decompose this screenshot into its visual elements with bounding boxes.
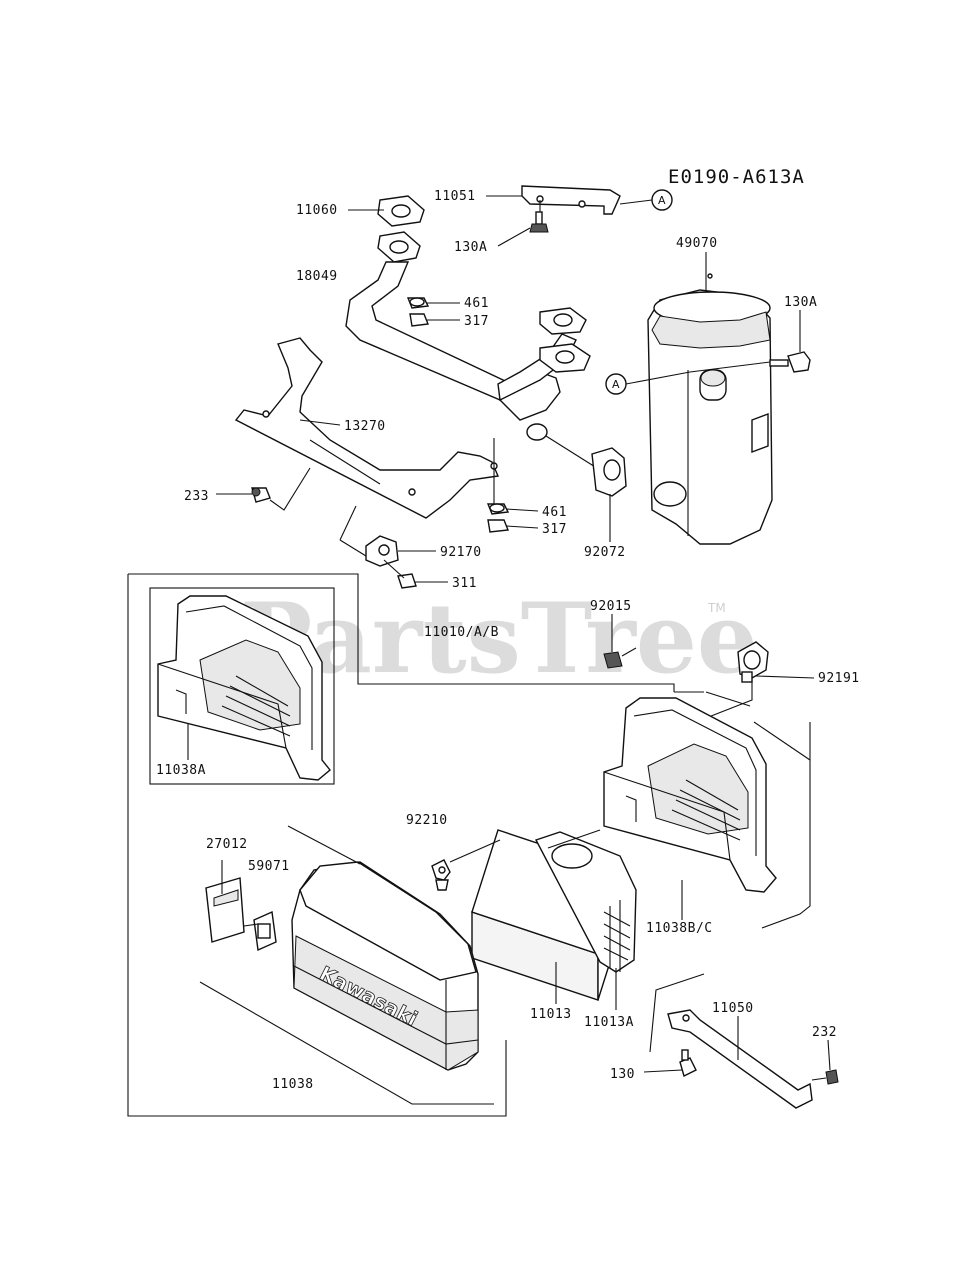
- label-317-bottom[interactable]: 317: [542, 522, 567, 537]
- clamp-92072[interactable]: [591, 447, 627, 497]
- label-130a-right[interactable]: 130A: [784, 295, 817, 310]
- leader-232: [827, 1039, 831, 1071]
- label-11038b-c[interactable]: 11038B/C: [646, 921, 713, 936]
- leader-13270: [299, 419, 341, 426]
- label-27012[interactable]: 27012: [206, 837, 248, 852]
- bolt-130a-top[interactable]: [529, 211, 549, 233]
- label-11038a[interactable]: 11038A: [156, 763, 206, 778]
- muffler-49070[interactable]: [647, 273, 773, 545]
- exhaust-pipe-18049[interactable]: [345, 231, 591, 441]
- label-11038[interactable]: 11038: [272, 1077, 314, 1092]
- heat-shield-13270[interactable]: [234, 337, 500, 519]
- label-59071[interactable]: 59071: [248, 859, 290, 874]
- callout-a-muffler: A: [605, 373, 627, 395]
- inset-box-11038a: [149, 587, 335, 785]
- label-130[interactable]: 130: [610, 1067, 635, 1082]
- nut-461-bottom[interactable]: [486, 503, 510, 515]
- clip-92210[interactable]: [431, 859, 451, 891]
- label-11051[interactable]: 11051: [434, 189, 476, 204]
- watermark-text: PartsTree: [240, 582, 758, 695]
- label-461-bottom[interactable]: 461: [542, 505, 567, 520]
- callout-a-top-letter: A: [658, 194, 666, 207]
- label-11010-a-b[interactable]: 11010/A/B: [424, 625, 499, 640]
- label-233[interactable]: 233: [184, 489, 209, 504]
- leader-92191: [755, 675, 815, 679]
- label-11050[interactable]: 11050: [712, 1001, 754, 1016]
- diagram-code: E0190-A613A: [668, 166, 805, 188]
- label-92210[interactable]: 92210: [406, 813, 448, 828]
- label-11060[interactable]: 11060: [296, 203, 338, 218]
- callout-a-muffler-letter: A: [612, 378, 620, 391]
- pre-cleaner-11013a[interactable]: [534, 831, 637, 973]
- label-92072[interactable]: 92072: [584, 545, 626, 560]
- label-92191[interactable]: 92191: [818, 671, 860, 686]
- bolt-233[interactable]: [251, 487, 271, 503]
- nut-461-top[interactable]: [406, 297, 430, 309]
- leader-317-bottom: [505, 525, 539, 529]
- label-92170[interactable]: 92170: [440, 545, 482, 560]
- clamp-92170[interactable]: [365, 535, 399, 567]
- bracket-11051[interactable]: [521, 185, 621, 215]
- label-461-top[interactable]: 461: [464, 296, 489, 311]
- bracket-11050[interactable]: [667, 1009, 813, 1109]
- label-13270[interactable]: 13270: [344, 419, 386, 434]
- nut-317-top[interactable]: [409, 313, 429, 327]
- clamp-27012[interactable]: [205, 860, 245, 943]
- air-cleaner-cover-11038[interactable]: Kawasaki: [291, 861, 479, 1071]
- label-49070[interactable]: 49070: [676, 236, 718, 251]
- watermark-tm: TM: [707, 601, 726, 615]
- air-cleaner-base-11038a[interactable]: [157, 595, 331, 781]
- bolt-130a-right[interactable]: [769, 351, 811, 373]
- gasket-11060[interactable]: [377, 195, 425, 227]
- callout-a-top: A: [651, 189, 673, 211]
- label-317-top[interactable]: 317: [464, 314, 489, 329]
- label-11013[interactable]: 11013: [530, 1007, 572, 1022]
- label-232[interactable]: 232: [812, 1025, 837, 1040]
- nut-317-bottom[interactable]: [487, 519, 509, 533]
- label-11013a[interactable]: 11013A: [584, 1015, 634, 1030]
- label-18049[interactable]: 18049: [296, 269, 338, 284]
- leader-130: [643, 1069, 683, 1073]
- leader-461-bottom: [505, 508, 539, 512]
- nut-92015[interactable]: [603, 651, 623, 669]
- nut-311[interactable]: [397, 573, 417, 589]
- air-cleaner-base-11038bc[interactable]: [603, 697, 777, 893]
- bolt-130[interactable]: [679, 1049, 697, 1078]
- clip-59071[interactable]: [253, 910, 277, 952]
- bolt-232[interactable]: [811, 1069, 839, 1085]
- label-311[interactable]: 311: [452, 576, 477, 591]
- clamp-92191[interactable]: [737, 641, 769, 683]
- label-92015[interactable]: 92015: [590, 599, 632, 614]
- leader-130a-top: [497, 227, 531, 247]
- label-130a-top[interactable]: 130A: [454, 240, 487, 255]
